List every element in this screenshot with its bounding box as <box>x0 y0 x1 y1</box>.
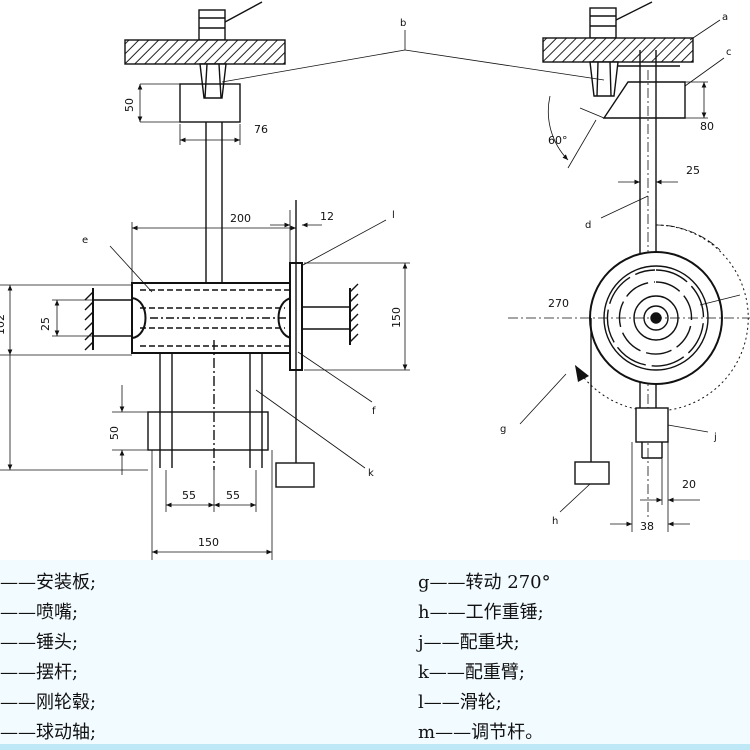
dim-20: 20 <box>682 478 696 491</box>
dim-50-low: 50 <box>108 426 121 440</box>
label-f: f <box>372 406 376 417</box>
label-l: l <box>392 210 395 221</box>
label-b: b <box>400 18 406 29</box>
front-view <box>0 1 410 560</box>
legend-item-pulley: l——滑轮; <box>418 692 502 713</box>
working-weight-front <box>275 462 315 488</box>
counterweight-block <box>147 411 269 451</box>
dim-50-top: 50 <box>123 98 136 112</box>
legend-panel: ——安装板; ——喷嘴; ——锤头; ——摆杆; ——刚轮毂; ——球动轴; g… <box>0 560 750 750</box>
dim-270: 270 <box>548 297 569 310</box>
legend-item-rotation: g——转动 270° <box>418 572 551 593</box>
label-a: a <box>722 12 728 23</box>
legend-item-swing-rod: ——摆杆; <box>0 662 79 683</box>
dim-200: 200 <box>230 212 251 225</box>
legend-item-counterweight-arm: k——配重臂; <box>418 662 525 683</box>
dim-102: 102 <box>0 314 7 335</box>
legend-item-shaft: ——球动轴; <box>0 722 97 743</box>
hammer-head <box>179 83 241 123</box>
b-leaders <box>221 30 605 83</box>
dim-150-right: 150 <box>390 307 403 328</box>
legend-item-hub: ——刚轮毂; <box>0 692 97 713</box>
dim-25-right: 25 <box>686 164 700 177</box>
mounting-plate <box>124 39 286 65</box>
bottom-bar <box>0 744 750 750</box>
dim-12: 12 <box>320 210 334 223</box>
legend-item-counterweight-block: j——配重块; <box>418 632 520 653</box>
label-d: d <box>585 220 591 231</box>
legend-item-mounting-plate: ——安装板; <box>0 572 97 593</box>
dim-25-left: 25 <box>39 317 52 331</box>
dim-60: 60° <box>548 134 568 147</box>
nozzle-side <box>589 61 619 97</box>
legend-item-working-weight: h——工作重锤; <box>418 602 544 623</box>
side-view <box>508 1 750 532</box>
label-k: k <box>368 468 374 479</box>
test-apparatus-drawing: b e l f k a c d g h j 50 76 200 12 150 1… <box>0 1 750 560</box>
label-j: j <box>713 432 717 443</box>
top-bolt <box>198 9 226 41</box>
legend-item-hammer-head: ——锤头; <box>0 632 79 653</box>
hammer-head-side <box>602 81 686 119</box>
counterweight-block-side <box>635 407 669 443</box>
top-bolt-side <box>589 7 617 39</box>
label-g: g <box>500 424 506 435</box>
label-c: c <box>726 47 732 58</box>
mounting-plate-side <box>542 37 694 63</box>
working-weight-side <box>574 461 610 485</box>
dim-55-a: 55 <box>182 489 196 502</box>
dim-38: 38 <box>640 520 654 533</box>
label-e: e <box>82 235 88 246</box>
dim-76: 76 <box>254 123 268 136</box>
nozzle <box>199 63 227 99</box>
dim-80: 80 <box>700 120 714 133</box>
legend-item-nozzle: ——喷嘴; <box>0 602 79 623</box>
dim-55-b: 55 <box>226 489 240 502</box>
label-h: h <box>552 516 558 527</box>
legend-item-adjusting-rod: m——调节杆。 <box>418 722 544 743</box>
dim-150-bottom: 150 <box>198 536 219 549</box>
